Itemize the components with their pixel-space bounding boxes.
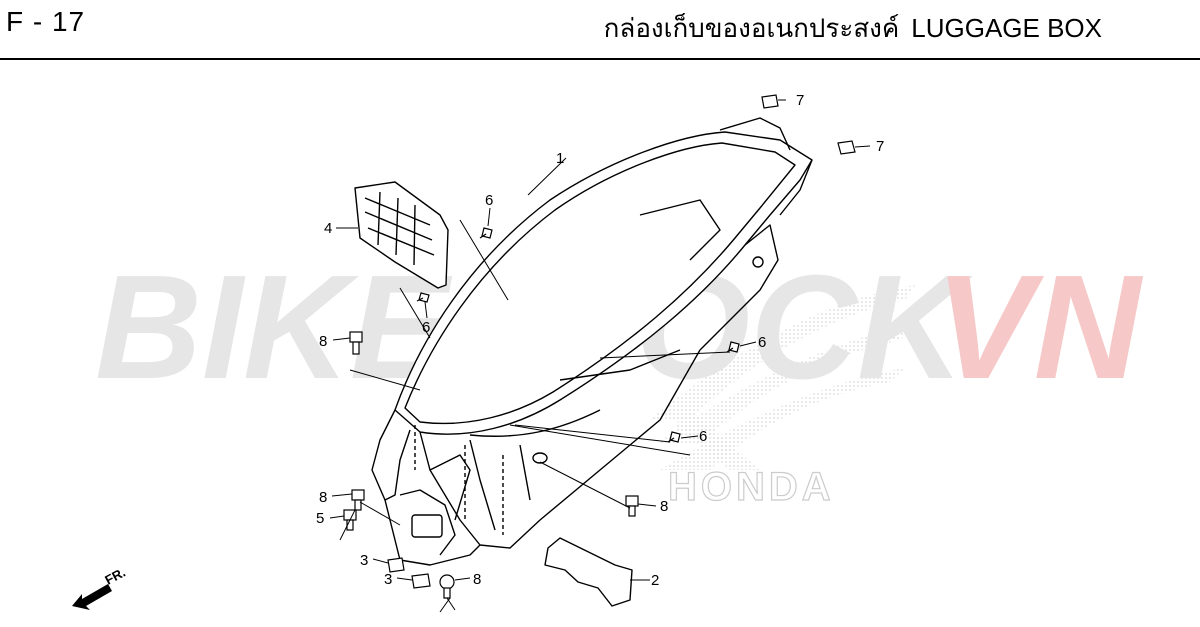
callout-2: 2 [651,572,659,589]
callout-3: 3 [360,552,368,569]
callout-5: 5 [316,510,324,527]
watermark-text-red: VN [935,245,1144,410]
front-direction-indicator: FR. [72,565,128,610]
cover-part [544,537,633,607]
callout-1: 1 [556,150,564,167]
callout-6: 6 [485,192,493,209]
arrow-front-icon [72,584,112,610]
brand-watermark: HONDA [668,465,835,509]
leader-lines [329,99,871,613]
title-thai: กล่องเก็บของอเนกประสงค์ [603,13,900,43]
tray-part [354,181,449,289]
callout-7: 7 [796,92,804,109]
callout-7: 7 [876,138,884,155]
callout-labels: 1 2 3 3 4 5 6 6 6 6 7 7 8 8 8 8 [316,92,884,589]
callout-4: 4 [324,220,332,237]
callout-8: 8 [319,333,327,350]
callout-8: 8 [473,571,481,588]
callout-6: 6 [758,334,766,351]
callout-8: 8 [319,489,327,506]
fastener-set [343,94,856,599]
callout-6: 6 [422,319,430,336]
callout-3: 3 [384,571,392,588]
title-english: LUGGAGE BOX [911,13,1102,43]
header-divider [0,58,1200,60]
page-code: F - 17 [6,6,86,37]
callout-8: 8 [660,498,668,515]
front-label: FR. [102,565,128,588]
callout-6: 6 [699,428,707,445]
page-title: กล่องเก็บของอเนกประสงค์ LUGGAGE BOX [604,8,1102,49]
luggage-box-part [371,117,813,566]
honda-wing-watermark-icon [650,285,915,470]
